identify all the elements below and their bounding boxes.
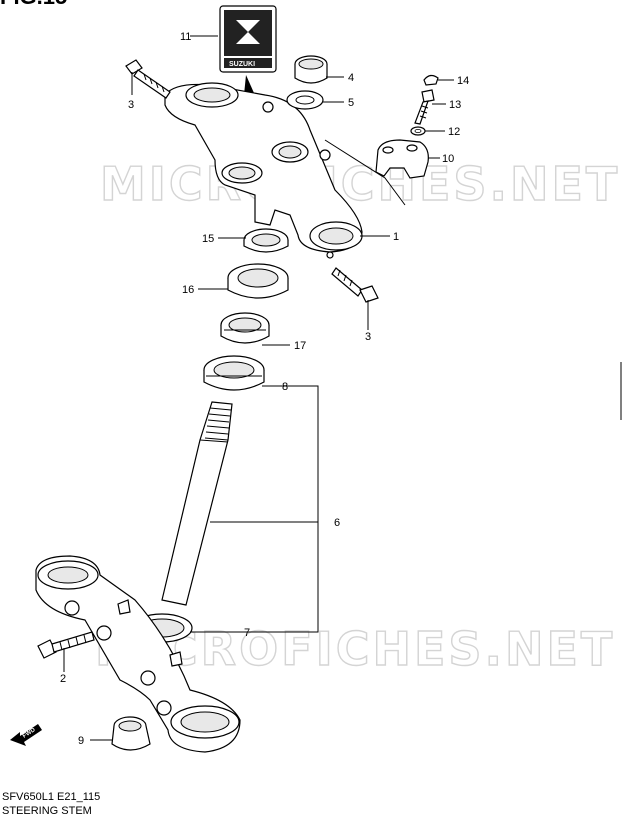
footer-code: SFV650L1 E21_115 bbox=[2, 791, 101, 803]
bolt-cap bbox=[423, 74, 439, 86]
callout-2: 2 bbox=[60, 673, 66, 685]
callout-1: 1 bbox=[393, 231, 399, 243]
callout-10: 10 bbox=[442, 153, 454, 165]
emblem-logo-text: SUZUKI bbox=[229, 61, 255, 68]
upper-bracket bbox=[164, 82, 406, 259]
handlebar-holder bbox=[375, 139, 429, 179]
callout-3a: 3 bbox=[128, 99, 134, 111]
holder-bolt bbox=[414, 89, 435, 125]
lower-cap bbox=[111, 716, 151, 751]
callout-8: 8 bbox=[282, 381, 288, 393]
callout-14: 14 bbox=[457, 75, 469, 87]
group-bracket-line bbox=[190, 385, 319, 633]
callout-17: 17 bbox=[294, 340, 306, 352]
callout-5: 5 bbox=[348, 97, 354, 109]
figure-label: FIG.15 bbox=[0, 0, 67, 10]
callout-12: 12 bbox=[448, 126, 460, 138]
bolt-lower bbox=[37, 631, 95, 659]
bolt-upper-right bbox=[331, 267, 379, 303]
cap-nut bbox=[294, 55, 328, 84]
steering-stem bbox=[161, 401, 233, 606]
leader-lines bbox=[63, 35, 454, 741]
callout-3b: 3 bbox=[365, 331, 371, 343]
dust-seal bbox=[227, 263, 289, 299]
callout-9: 9 bbox=[78, 735, 84, 747]
callout-6: 6 bbox=[334, 517, 340, 529]
callout-15: 15 bbox=[202, 233, 214, 245]
washer bbox=[286, 90, 324, 110]
lower-bearing bbox=[203, 355, 265, 391]
callout-11: 11 bbox=[180, 31, 191, 43]
small-washer bbox=[410, 126, 426, 136]
bolt-upper-left bbox=[125, 59, 171, 99]
callout-7: 7 bbox=[244, 627, 250, 639]
forward-arrow-icon: FWD bbox=[10, 724, 42, 746]
lock-nut bbox=[243, 228, 289, 253]
callout-13: 13 bbox=[449, 99, 461, 111]
callout-16: 16 bbox=[182, 284, 194, 296]
suzuki-emblem: SUZUKI bbox=[219, 5, 277, 112]
callout-4: 4 bbox=[348, 72, 354, 84]
footer-title: STEERING STEM bbox=[2, 805, 92, 817]
upper-bearing bbox=[220, 312, 270, 344]
watermark-top: MICROFICHES.NET bbox=[100, 157, 620, 211]
lower-bracket bbox=[35, 555, 241, 753]
